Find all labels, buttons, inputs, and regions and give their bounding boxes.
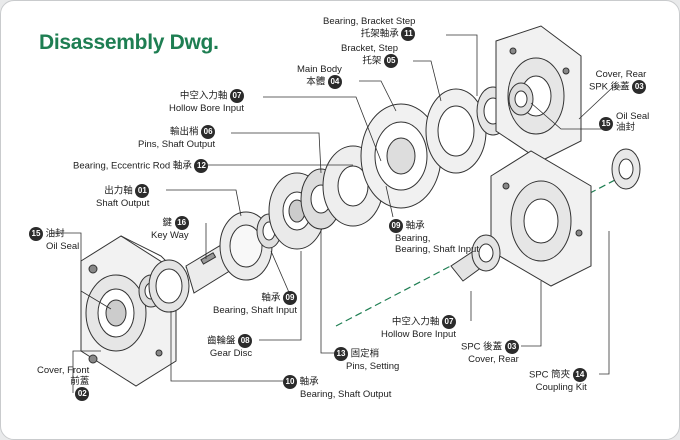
callout-en-text: Cover, Rear: [468, 354, 519, 365]
callout-number-badge: 15: [599, 117, 613, 131]
callout-en-text: Shaft Output: [96, 198, 150, 209]
leader-lines: [51, 34, 621, 393]
callout-zh-text: 輸出梢: [169, 126, 199, 138]
callout-zh-text: 鍵: [162, 217, 173, 229]
callout-number-badge: 09: [282, 291, 297, 305]
bearing-shaft-output-part: [148, 259, 190, 313]
callout-number-badge: 16: [174, 216, 189, 230]
callout-number-badge: 03: [632, 80, 647, 94]
bracket-step-part: [425, 88, 487, 174]
callout-number-badge: 11: [401, 27, 416, 41]
callout-zh-text: 軸承: [405, 220, 425, 232]
callout-en-text: Oil Seal: [616, 111, 650, 122]
callout-en-text: Key Way: [151, 230, 189, 241]
callout-zh-text: 油封: [45, 228, 65, 240]
callout-en-text: Bearing, Shaft Input: [395, 244, 479, 255]
callout-shaft-output: 出力軸 01 Shaft Output: [96, 184, 150, 209]
callout-front-cover: Cover, Front 前蓋 02: [37, 365, 90, 401]
callout-en-text: Cover, Rear: [595, 69, 647, 80]
front-cover-part: [80, 235, 177, 387]
callout-hollow-bore-input-top: 中空入力軸 07 Hollow Bore Input: [169, 89, 244, 114]
oil-seal-rear-part: [508, 82, 534, 116]
callout-en-text: Bearing, Shaft Output: [300, 389, 392, 400]
callout-number-badge: 10: [283, 375, 297, 389]
callout-zh-text: 出力軸: [104, 185, 133, 197]
main-body-part: [360, 103, 442, 209]
callout-spc-rear-cover: SPC 後蓋 03 Cover, Rear: [461, 340, 519, 365]
callout-en-text: Bearing, Bracket Step: [323, 16, 416, 27]
callout-zh-text: 本體: [306, 76, 326, 88]
callout-spk-rear-cover: Cover, Rear SPK 後蓋 03: [589, 69, 647, 94]
callout-bearing-eccentric-rod: Bearing, Eccentric Rod 軸承 12: [73, 159, 209, 173]
callout-number-badge: 12: [194, 159, 209, 173]
callout-zh-text: 軸承: [261, 292, 281, 304]
callout-en-text: Gear Disc: [209, 348, 253, 359]
callout-en-text: Bearing, Eccentric Rod: [73, 160, 171, 172]
callout-oil-seal-rear: 15 Oil Seal 油封: [599, 111, 649, 133]
callout-en-text: Oil Seal: [46, 241, 80, 252]
callout-bracket-step: Bracket, Step 托架 05: [341, 43, 399, 68]
callout-en-text: Pins, Setting: [346, 361, 400, 372]
callout-zh-text: 軸承: [172, 160, 192, 172]
callout-zh-text: 軸承: [299, 376, 319, 388]
callout-bearing-shaft-input-left: 軸承 09 Bearing, Shaft Input: [213, 291, 297, 316]
callout-zh-text: 托架軸承: [360, 28, 399, 40]
callout-key-way: 鍵 16 Key Way: [151, 216, 189, 241]
callout-number-badge: 02: [75, 387, 90, 401]
callout-en-text: Coupling Kit: [535, 382, 587, 393]
callout-oil-seal-front: 15 油封 Oil Seal: [29, 227, 79, 252]
callout-gear-disc: 齒輪盤 08 Gear Disc: [207, 334, 253, 359]
callout-number-badge: 07: [229, 89, 244, 103]
callout-main-body: Main Body 本體 04: [297, 64, 342, 89]
callout-en-text: Bearing, Shaft Input: [213, 305, 297, 316]
callout-zh-text: 中空入力軸: [179, 90, 228, 102]
callout-zh-text: SPC 筒夾: [529, 369, 571, 381]
callout-number-badge: 07: [441, 315, 456, 329]
coupling-kit-part: [611, 148, 641, 190]
spc-rear-cover-part: [490, 150, 592, 287]
callout-coupling-kit: SPC 筒夾 14 Coupling Kit: [529, 368, 587, 393]
callout-en-text: Hollow Bore Input: [381, 329, 456, 340]
callout-number-badge: 06: [201, 125, 216, 139]
callout-zh-text: 油封: [616, 122, 636, 133]
callout-pins-setting: 13 固定梢 Pins, Setting: [334, 347, 399, 372]
callout-zh-text: 固定梢: [350, 348, 380, 360]
callout-en-text: Pins, Shaft Output: [138, 139, 216, 150]
callout-number-badge: 09: [389, 219, 403, 233]
callout-en-text: Cover, Front: [37, 365, 90, 376]
callout-number-badge: 13: [334, 347, 348, 361]
callout-en-text: Bracket, Step: [341, 43, 399, 54]
callout-zh-text: 中空入力軸: [391, 316, 440, 328]
diagram-title: Disassembly Dwg.: [39, 31, 219, 54]
callout-zh-text: 托架: [362, 55, 382, 67]
callout-zh-text: 齒輪盤: [207, 335, 236, 347]
callout-hollow-bore-input-bottom: 中空入力軸 07 Hollow Bore Input: [381, 315, 456, 340]
callout-number-badge: 05: [384, 54, 399, 68]
callout-number-badge: 08: [238, 334, 253, 348]
callout-number-badge: 14: [572, 368, 587, 382]
callout-zh-text: SPC 後蓋: [461, 341, 503, 353]
callout-bearing-shaft-input-right: 09 軸承 Bearing, Bearing, Shaft Input: [389, 219, 479, 255]
callout-zh-text: SPK 後蓋: [589, 81, 630, 93]
hollow-bore-input-bottom-part: [450, 234, 501, 282]
callout-pins-shaft-output: 輸出梢 06 Pins, Shaft Output: [138, 125, 216, 150]
callout-bearing-bracket-step: Bearing, Bracket Step 托架軸承 11: [323, 16, 416, 41]
callout-en-text: Hollow Bore Input: [169, 103, 244, 114]
callout-zh-text: 前蓋: [70, 376, 90, 387]
callout-number-badge: 01: [135, 184, 150, 198]
callout-number-badge: 15: [29, 227, 43, 241]
spk-rear-cover-part: [495, 25, 582, 162]
callout-number-badge: 04: [327, 75, 342, 89]
callout-bearing-shaft-output: 10 軸承 Bearing, Shaft Output: [283, 375, 391, 400]
callout-en-text: Main Body: [297, 64, 342, 75]
callout-number-badge: 03: [504, 340, 519, 354]
